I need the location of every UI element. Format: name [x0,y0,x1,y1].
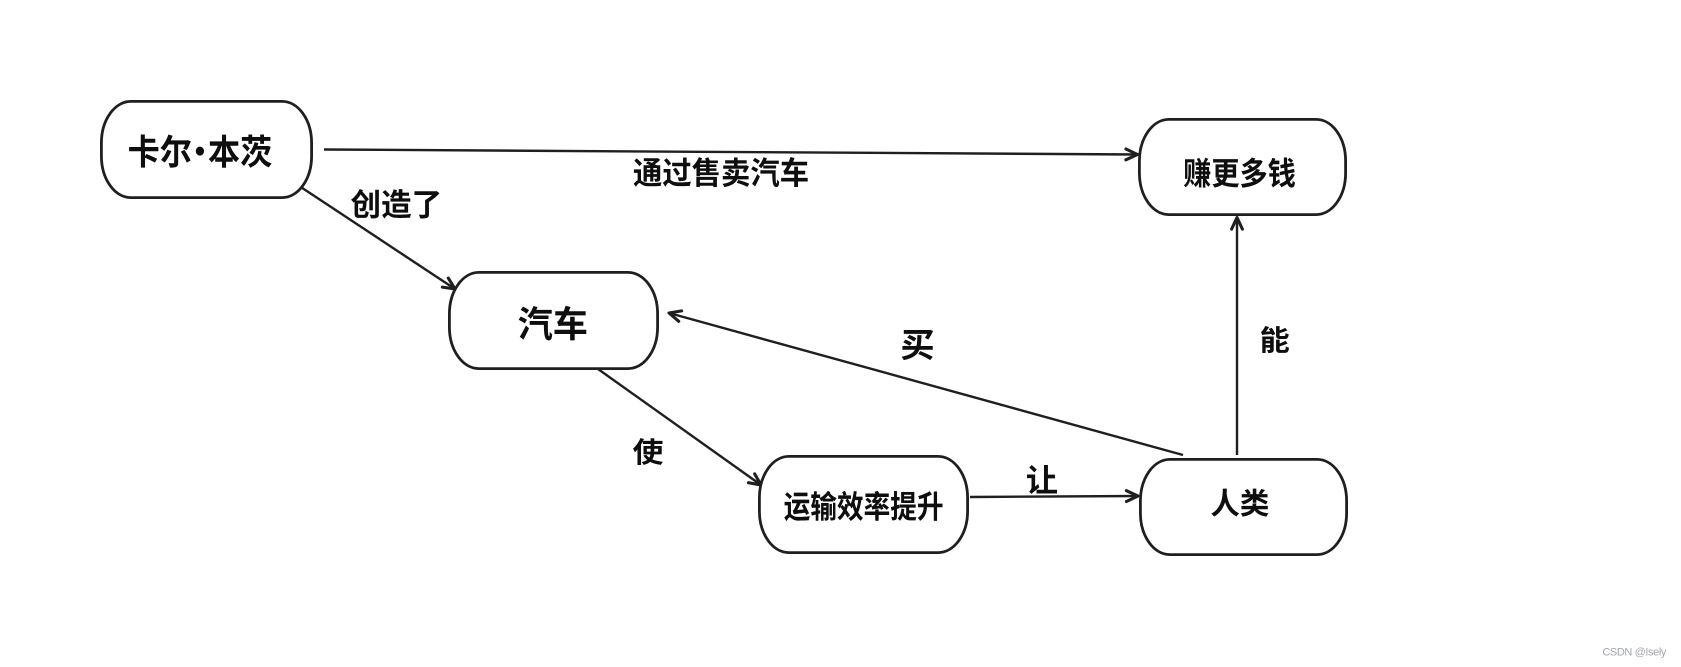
svg-text:CSDN @Isely: CSDN @Isely [1602,646,1667,658]
